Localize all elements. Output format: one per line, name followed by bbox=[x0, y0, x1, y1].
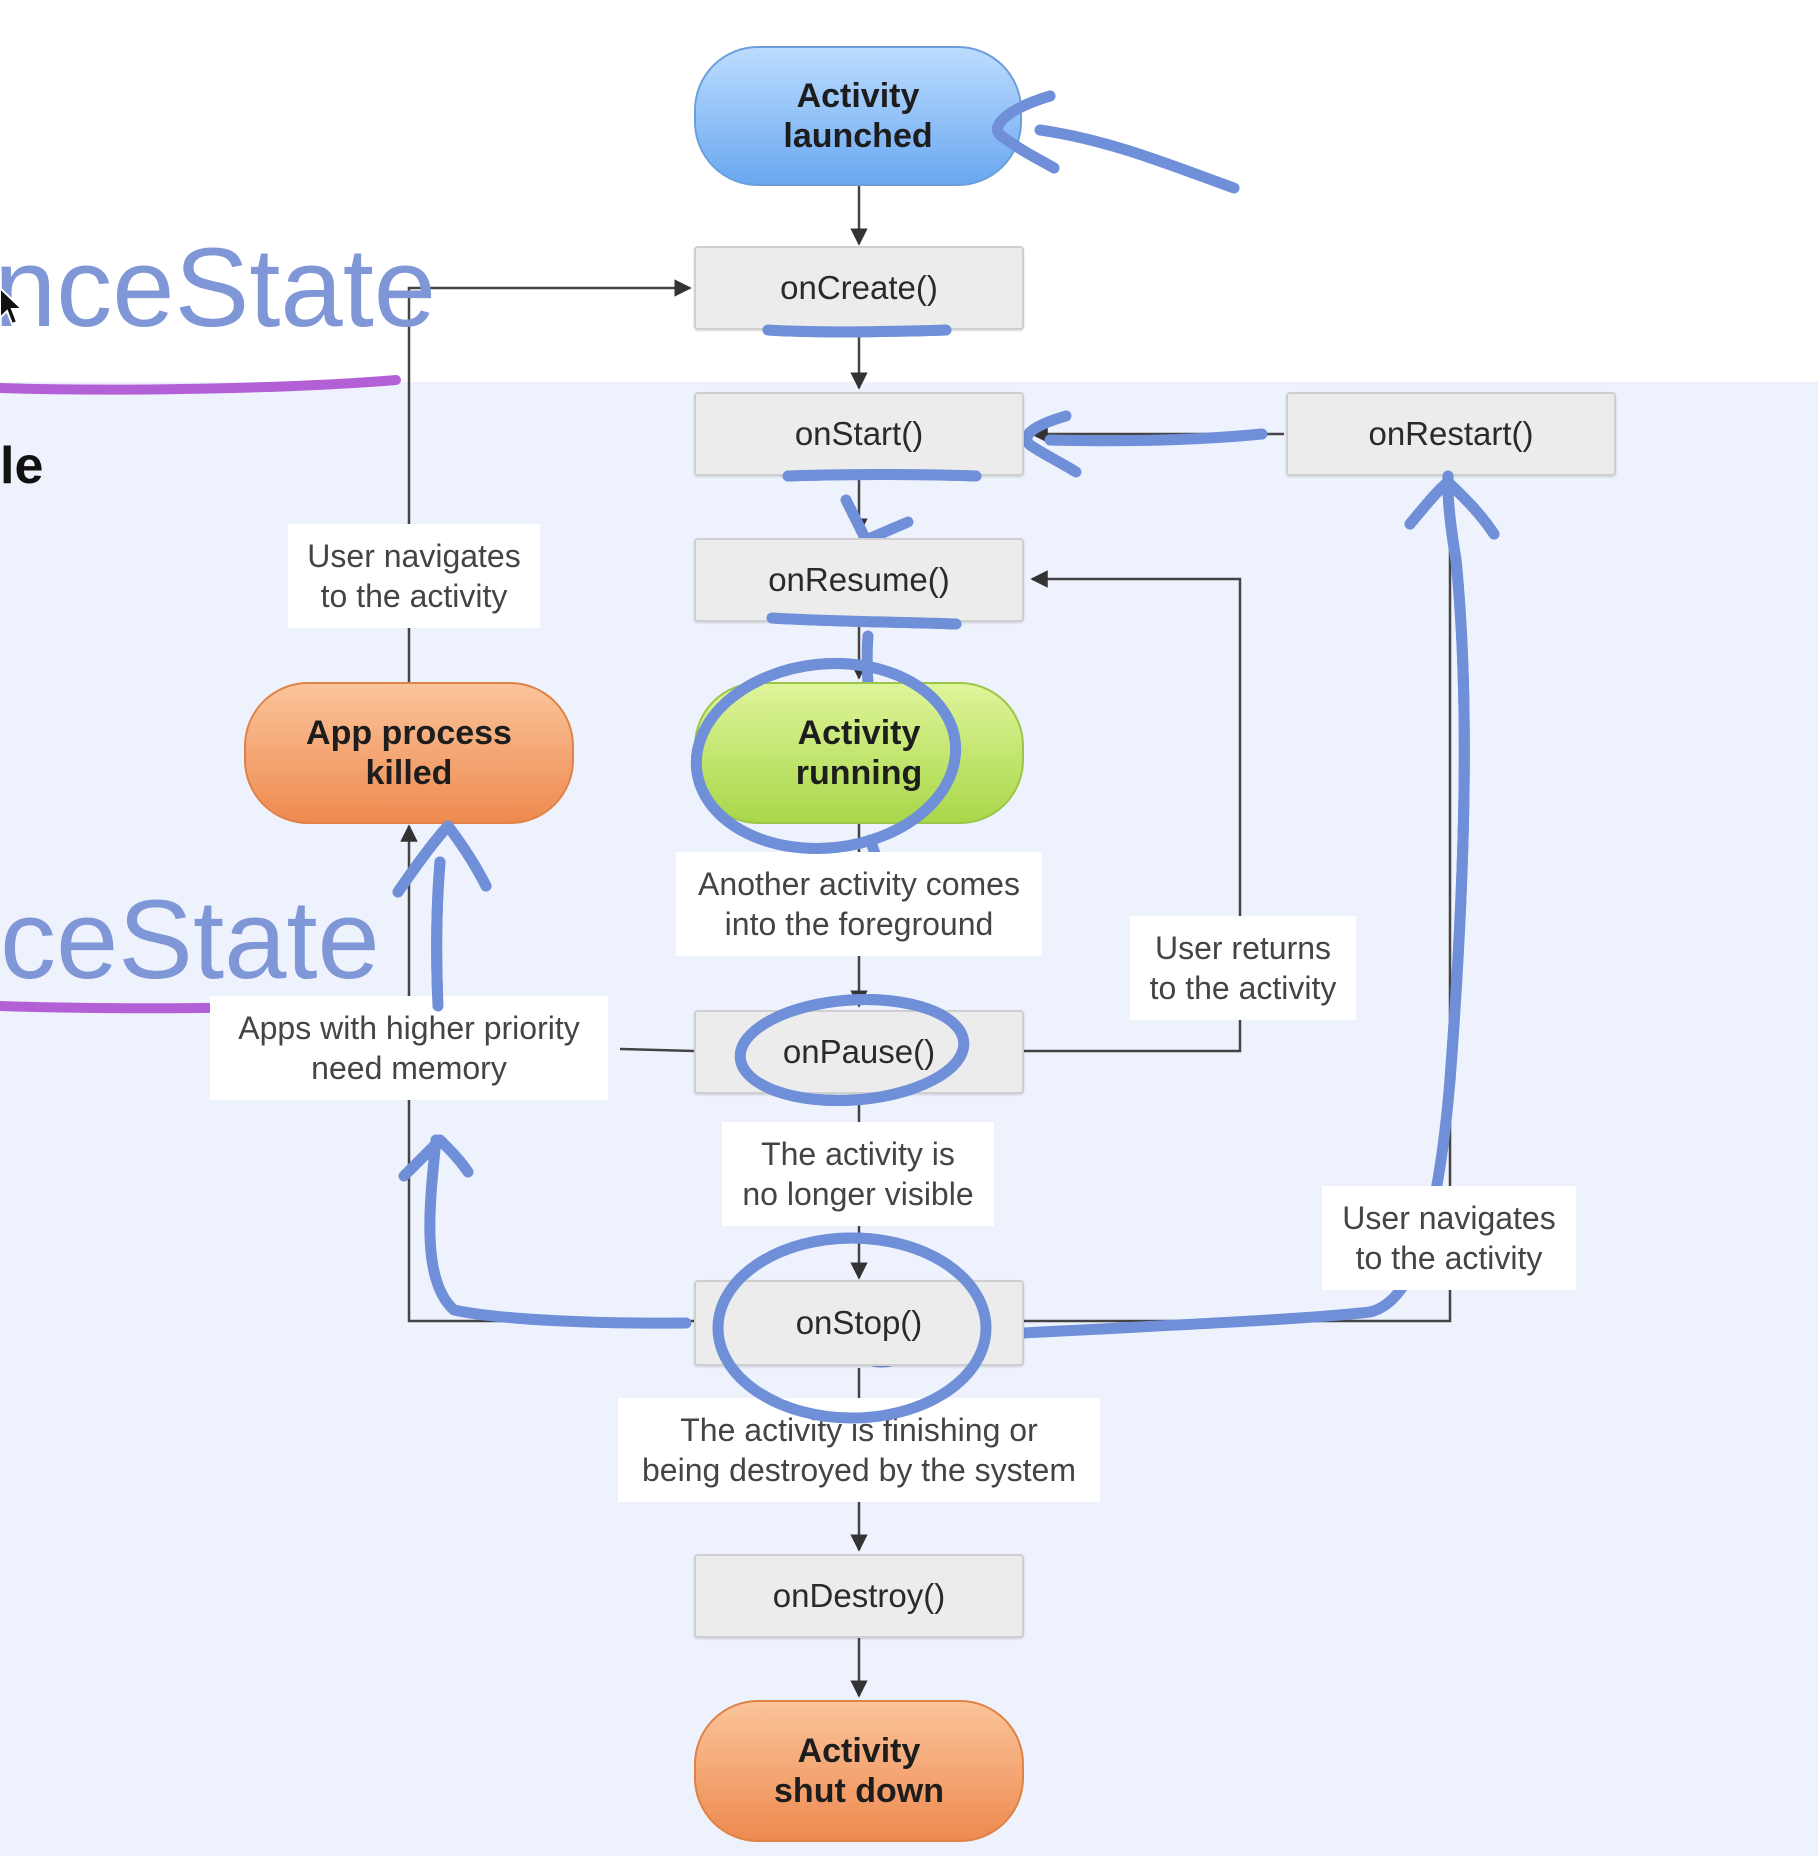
line-onpause-to-killed bbox=[619, 1047, 695, 1053]
background-fragment-instancestate-top: nceState bbox=[0, 225, 437, 350]
label-no-longer-visible: The activity is no longer visible bbox=[722, 1122, 994, 1226]
annotation-chevron-onstart bbox=[1021, 410, 1082, 478]
arrow-user-returns bbox=[1024, 570, 1242, 1053]
annotation-arrowhead-killed-lower bbox=[398, 1134, 474, 1182]
label-user-navigates-right: User navigates to the activity bbox=[1322, 1186, 1576, 1290]
onstart-node: onStart() bbox=[694, 392, 1024, 476]
oncreate-node: onCreate() bbox=[694, 246, 1024, 330]
annotation-stroke-launched bbox=[1034, 124, 1240, 194]
annotation-stroke-restart-to-start bbox=[1044, 428, 1268, 447]
app-process-killed-node: App process killed bbox=[244, 682, 574, 824]
annotation-stroke-up-to-killed bbox=[431, 856, 446, 1012]
onstop-node: onStop() bbox=[694, 1280, 1024, 1366]
label-apps-higher-priority: Apps with higher priority need memory bbox=[210, 996, 608, 1100]
annotation-underline-oncreate bbox=[762, 324, 952, 338]
label-another-activity-foreground: Another activity comes into the foregrou… bbox=[676, 852, 1042, 956]
label-user-navigates-top: User navigates to the activity bbox=[288, 524, 540, 628]
annotation-arrow-down-onstart bbox=[840, 494, 914, 546]
activity-running-node: Activity running bbox=[694, 682, 1024, 824]
onresume-node: onResume() bbox=[694, 538, 1024, 622]
activity-launched-node: Activity launched bbox=[694, 46, 1022, 186]
label-user-returns: User returns to the activity bbox=[1130, 916, 1356, 1020]
activity-shut-down-node: Activity shut down bbox=[694, 1700, 1024, 1842]
ondestroy-node: onDestroy() bbox=[694, 1554, 1024, 1638]
background-fragment-heading: le bbox=[0, 437, 44, 495]
background-fragment-instancestate-bottom: ceState bbox=[0, 877, 380, 1002]
label-activity-finishing: The activity is finishing or being destr… bbox=[618, 1398, 1100, 1502]
annotation-stroke-onstop-to-killed bbox=[424, 1134, 692, 1329]
onpause-node: onPause() bbox=[694, 1010, 1024, 1094]
onrestart-node: onRestart() bbox=[1286, 392, 1616, 476]
